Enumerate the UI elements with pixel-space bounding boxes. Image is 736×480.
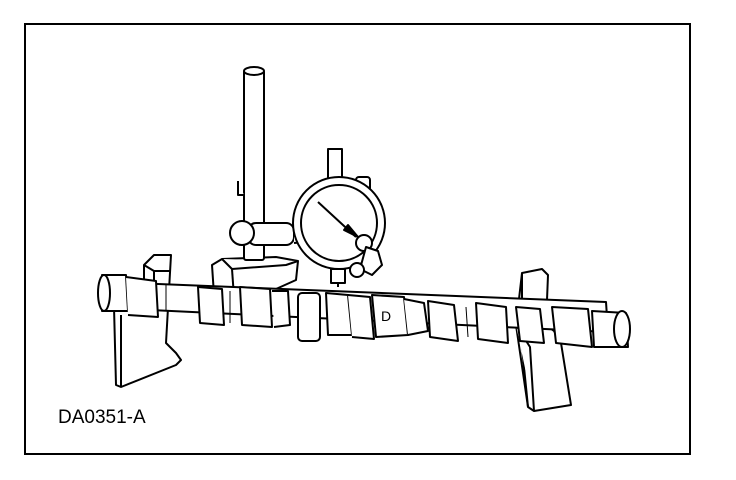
camshaft	[97, 274, 631, 348]
indicator-stand	[211, 66, 319, 302]
camshaft-dial-indicator-illustration: D	[97, 66, 631, 412]
figure-frame: D DA0351-A	[24, 23, 691, 455]
dial-indicator	[292, 148, 386, 287]
figure-id-label: DA0351-A	[58, 407, 146, 428]
shaft-mark-label: D	[381, 308, 391, 324]
